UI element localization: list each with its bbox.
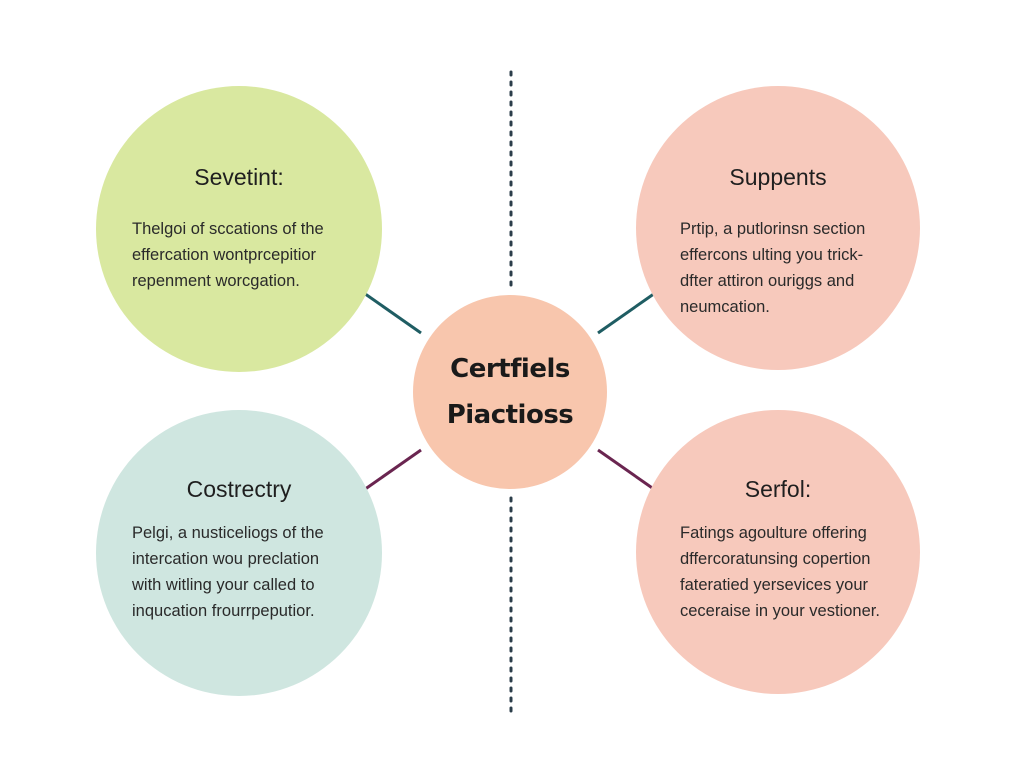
body-line: repenment worcgation.	[132, 272, 300, 290]
connector-top-left	[360, 289, 422, 335]
heading-top-right: Suppents	[729, 164, 827, 190]
body-top-right: Prtip, a putlorinsn section effercons ul…	[680, 216, 865, 320]
connector-bottom-right	[597, 448, 659, 494]
body-top-left: Thelgoi of sccations of the effercation …	[132, 216, 324, 294]
body-bottom-left: Pelgi, a nusticeliogs of the intercation…	[132, 520, 324, 624]
circle-top-left: Sevetint: Thelgoi of sccations of the ef…	[96, 86, 382, 372]
body-line: effercation wontprcepitior	[132, 246, 317, 264]
body-line: with witling your called to	[132, 576, 315, 594]
heading-top-left: Sevetint:	[194, 164, 284, 190]
heading-bottom-left: Costrectry	[186, 476, 292, 502]
body-bottom-right: Fatings agoulture offering dffercoratuns…	[680, 520, 880, 624]
body-line: Thelgoi of sccations of the	[132, 220, 324, 238]
circle-center: Certfiels Piactioss	[413, 295, 607, 489]
connector-bottom-left	[360, 448, 422, 494]
circle-top-right: Suppents Prtip, a putlorinsn section eff…	[636, 86, 920, 370]
body-line: neumcation.	[680, 298, 770, 316]
connector-top-right	[597, 289, 659, 335]
body-line: Fatings agoulture offering	[680, 524, 867, 542]
body-line: Pelgi, a nusticeliogs of the	[132, 524, 324, 542]
center-title-line: Piactioss	[446, 400, 574, 430]
body-line: effercons ulting you trick-	[680, 246, 864, 264]
body-line: dffercoratunsing copertion	[680, 550, 871, 568]
circle-bottom-left: Costrectry Pelgi, a nusticeliogs of the …	[96, 410, 382, 696]
body-line: Prtip, a putlorinsn section	[680, 220, 866, 238]
body-line: intercation wou preclation	[132, 550, 320, 568]
circle-bottom-right: Serfol: Fatings agoulture offering dffer…	[636, 410, 920, 694]
heading-bottom-right: Serfol:	[744, 476, 812, 502]
body-line: dfter attiron ouriggs and	[680, 272, 855, 290]
body-line: ceceraise in your vestioner.	[680, 602, 880, 620]
body-line: inqucation frourrpeputior.	[132, 602, 315, 620]
body-line: fateratied yersevices your	[680, 576, 869, 594]
center-title-line: Certfiels	[450, 354, 570, 384]
